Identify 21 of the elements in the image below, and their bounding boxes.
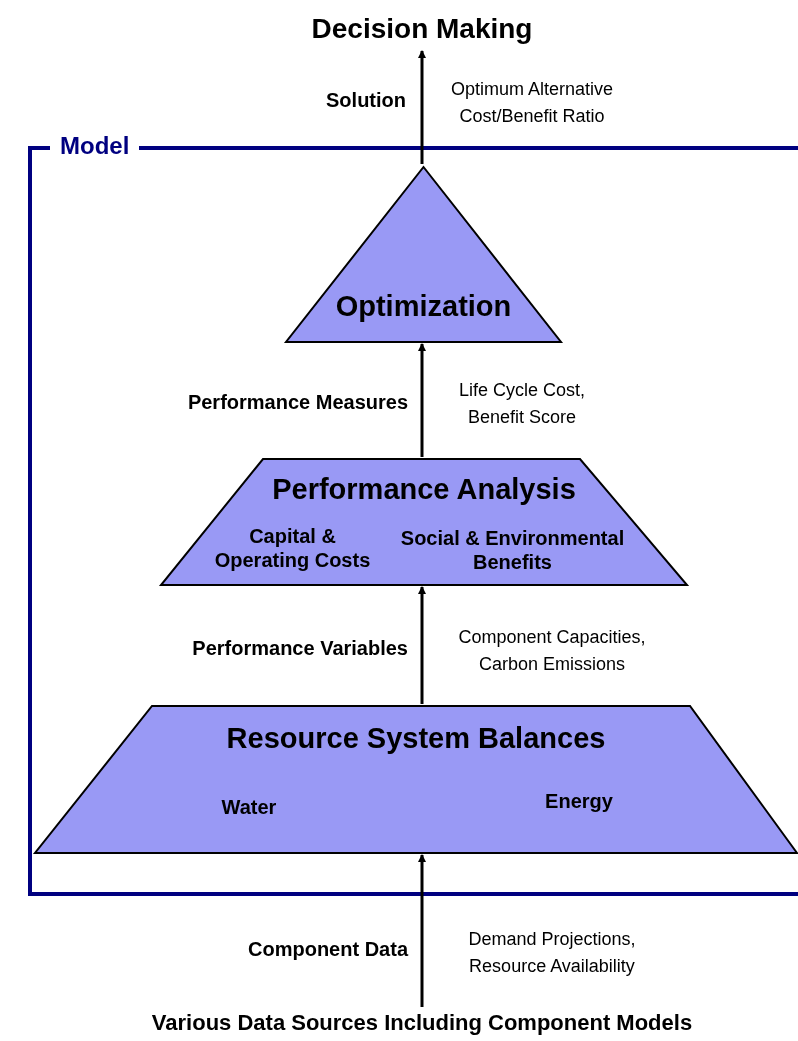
- edge-label: Solution: [325, 88, 406, 112]
- note-text: Component Capacities, Carbon Emissions: [457, 626, 647, 676]
- sub-label: Social & Environmental Benefits: [399, 526, 626, 574]
- stage-title: Optimization: [334, 289, 513, 324]
- note-text: Life Cycle Cost, Benefit Score: [457, 379, 586, 429]
- arrow: [418, 854, 426, 1007]
- stage-title: Resource System Balances: [225, 721, 607, 756]
- note-text: Demand Projections, Resource Availability: [467, 928, 637, 978]
- source-text: Various Data Sources Including Component Models: [150, 1010, 694, 1037]
- arrow: [418, 50, 426, 164]
- edge-label: Performance Measures: [186, 390, 408, 414]
- sub-label: Capital & Operating Costs: [213, 524, 372, 572]
- sub-label: Energy: [544, 789, 614, 813]
- sub-label: Water: [220, 795, 278, 819]
- edge-label: Component Data: [247, 937, 408, 961]
- arrow: [418, 343, 426, 457]
- arrow: [418, 586, 426, 704]
- note-text: Optimum Alternative Cost/Benefit Ratio: [449, 78, 615, 128]
- title-text: Decision Making: [310, 12, 534, 46]
- edge-label: Performance Variables: [191, 636, 408, 660]
- stage-title: Performance Analysis: [271, 472, 577, 507]
